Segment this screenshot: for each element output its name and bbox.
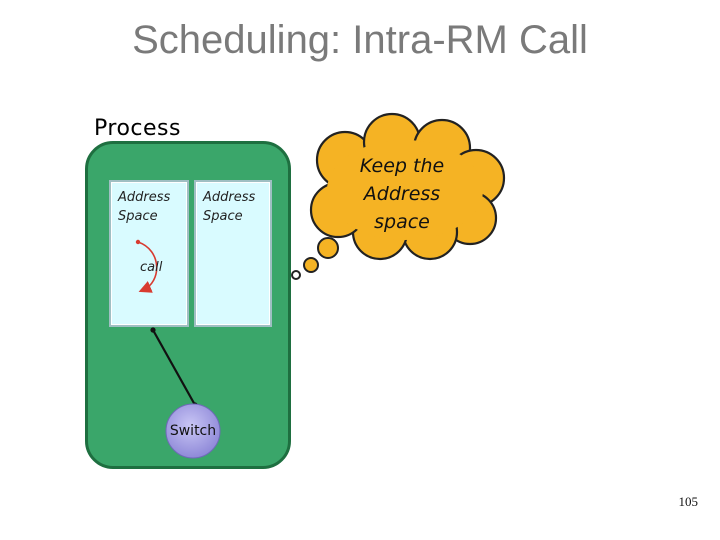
slide-title: Scheduling: Intra-RM Call	[132, 18, 588, 62]
thought-bubble-large	[317, 237, 339, 259]
thought-text: Keep the Address space	[359, 155, 445, 233]
switch-label: Switch	[169, 423, 217, 439]
page-number: 105	[678, 494, 699, 509]
thought-bubble-small	[291, 270, 301, 280]
switch-connector-line	[152, 329, 196, 406]
call-label: call	[140, 260, 163, 275]
connector-end-dot-top	[150, 327, 156, 333]
thought-cloud-fill	[327, 140, 483, 240]
process-label: Process	[94, 116, 181, 141]
address-space-right-label: Address Space	[203, 190, 256, 224]
address-space-right	[194, 180, 272, 327]
thought-bubble-medium	[303, 257, 319, 273]
address-space-left	[109, 180, 189, 327]
call-origin-dot	[135, 239, 141, 245]
switch-circle	[165, 403, 221, 459]
call-arrow	[137, 241, 158, 293]
address-space-left-label: Address Space	[118, 190, 171, 224]
